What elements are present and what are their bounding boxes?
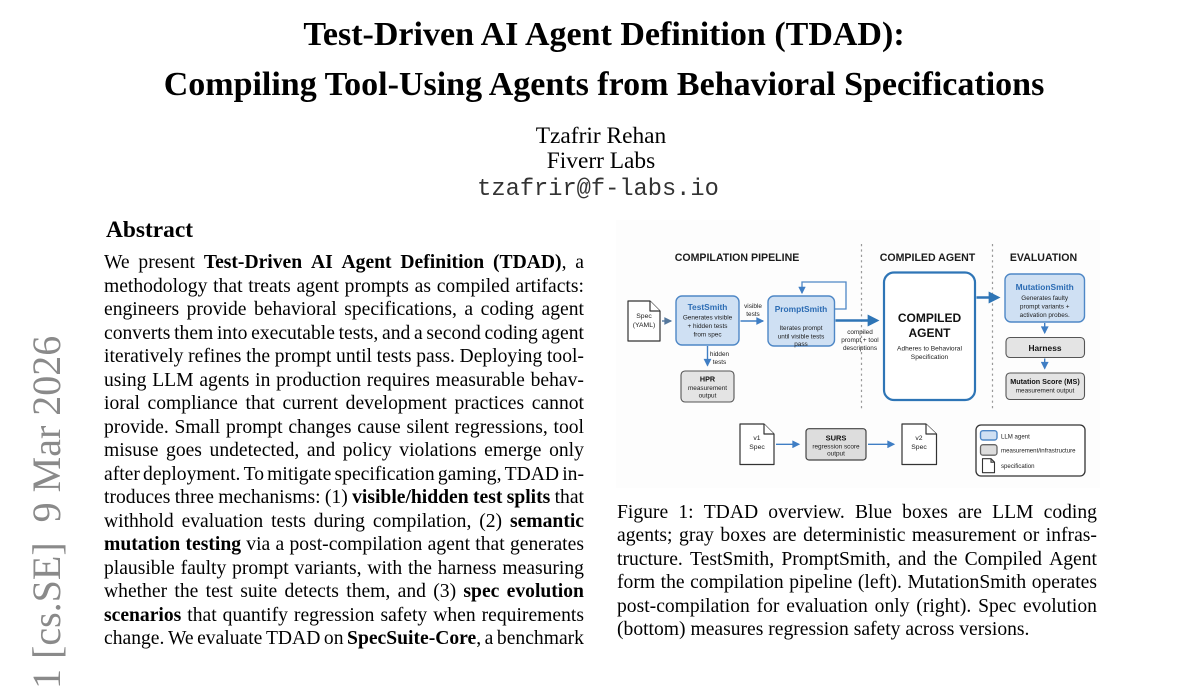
svg-text:Spec: Spec <box>636 313 652 320</box>
svg-text:compiled: compiled <box>847 329 873 336</box>
svg-text:v1: v1 <box>753 435 760 442</box>
svg-text:PromptSmith: PromptSmith <box>775 304 828 314</box>
svg-text:tests: tests <box>746 311 760 318</box>
svg-text:tests: tests <box>713 359 727 366</box>
svg-text:Spec: Spec <box>749 444 765 451</box>
svg-text:Harness: Harness <box>1028 343 1061 353</box>
svg-text:Adheres to Behavioral: Adheres to Behavioral <box>897 346 962 353</box>
svg-text:descriptions: descriptions <box>843 345 877 352</box>
svg-text:Spec: Spec <box>911 444 927 451</box>
svg-text:AGENT: AGENT <box>909 326 952 340</box>
svg-text:SURS: SURS <box>826 434 847 443</box>
svg-text:prompt + tool: prompt + tool <box>841 337 878 344</box>
svg-text:output: output <box>699 393 717 400</box>
svg-text:+ hidden tests: + hidden tests <box>688 323 728 330</box>
svg-text:specification: specification <box>1001 463 1035 470</box>
svg-text:hidden: hidden <box>710 351 730 358</box>
svg-text:COMPILED: COMPILED <box>898 311 962 325</box>
svg-text:Generates faulty: Generates faulty <box>1021 295 1069 302</box>
svg-text:LLM agent: LLM agent <box>1001 434 1030 441</box>
svg-text:HPR: HPR <box>700 375 716 384</box>
svg-text:Mutation Score (MS): Mutation Score (MS) <box>1010 377 1080 386</box>
svg-text:prompt variants +: prompt variants + <box>1020 304 1070 311</box>
svg-text:measurement output: measurement output <box>1016 388 1075 395</box>
svg-text:until visible tests: until visible tests <box>778 334 825 341</box>
svg-text:measurement/infrastructure: measurement/infrastructure <box>1001 448 1076 455</box>
svg-text:Specification: Specification <box>911 354 949 361</box>
svg-text:v2: v2 <box>915 435 922 442</box>
svg-text:(YAML): (YAML) <box>633 322 656 329</box>
svg-text:EVALUATION: EVALUATION <box>1010 252 1077 264</box>
svg-text:MutationSmith: MutationSmith <box>1016 282 1074 292</box>
svg-text:regression score: regression score <box>812 444 860 451</box>
svg-text:COMPILATION PIPELINE: COMPILATION PIPELINE <box>675 252 800 264</box>
svg-text:visible: visible <box>744 303 762 310</box>
svg-text:activation probes.: activation probes. <box>1020 312 1070 319</box>
svg-text:Generates visible: Generates visible <box>683 315 733 322</box>
svg-text:TestSmith: TestSmith <box>688 302 728 312</box>
svg-text:from spec: from spec <box>693 332 722 339</box>
svg-text:output: output <box>827 451 845 458</box>
svg-text:pass: pass <box>794 341 808 348</box>
svg-text:Iterates prompt: Iterates prompt <box>780 325 823 332</box>
svg-text:COMPILED AGENT: COMPILED AGENT <box>880 252 976 264</box>
svg-text:measurement: measurement <box>688 385 727 392</box>
